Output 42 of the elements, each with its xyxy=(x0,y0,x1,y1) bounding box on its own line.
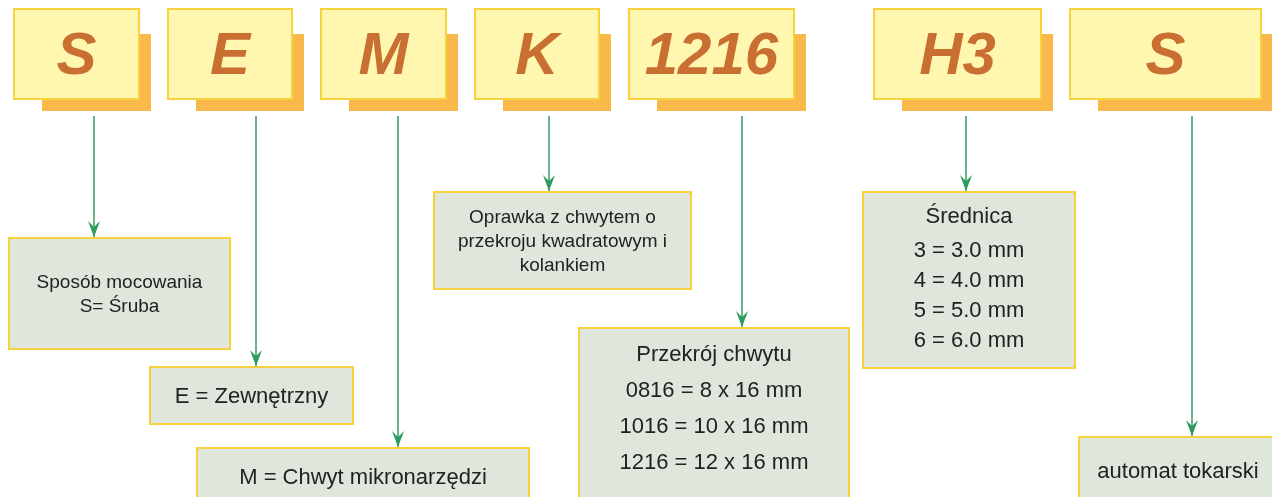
code-box xyxy=(628,8,795,100)
description-text: 6 = 6.0 mm xyxy=(913,326,1025,354)
description-text: E = Zewnętrzny xyxy=(174,381,329,410)
arrow xyxy=(250,115,262,367)
description-box xyxy=(196,447,530,497)
description-text: 1216 = 12 x 16 mm xyxy=(619,448,809,476)
code-box xyxy=(1069,8,1262,100)
description-box xyxy=(862,191,1076,369)
code-letter: 1216 xyxy=(644,24,779,84)
description-box xyxy=(578,327,850,497)
code-letter: M xyxy=(358,24,409,84)
code-box xyxy=(474,8,600,100)
code-box xyxy=(167,8,293,100)
code-letter: S xyxy=(56,24,97,84)
heading-text: Sposób mocowania xyxy=(36,269,203,294)
code-letter: S xyxy=(1145,24,1186,84)
arrow xyxy=(543,115,555,192)
description-text: 3 = 3.0 mm xyxy=(913,236,1025,264)
description-box xyxy=(149,366,354,425)
code-box xyxy=(13,8,140,100)
code-letter: H3 xyxy=(919,24,996,84)
description-text: S= Śruba xyxy=(79,293,160,318)
code-letter: E xyxy=(210,24,250,84)
arrow xyxy=(1186,115,1198,437)
arrow xyxy=(88,115,100,238)
code-box xyxy=(320,8,447,100)
code-box xyxy=(873,8,1042,100)
description-text: M = Chwyt mikronarzędzi xyxy=(239,463,487,491)
heading-text: Średnica xyxy=(925,202,1013,230)
description-text: Oprawka z chwytem o przekroju kwadratowym i kolankiem xyxy=(456,204,669,277)
description-box xyxy=(1078,436,1272,497)
arrow xyxy=(960,115,972,192)
description-text: 1016 = 10 x 16 mm xyxy=(619,412,809,440)
description-text: automat tokarski xyxy=(1097,457,1259,485)
description-box xyxy=(8,237,231,350)
description-text: 4 = 4.0 mm xyxy=(913,266,1025,294)
description-text: 0816 = 8 x 16 mm xyxy=(625,376,803,404)
arrow xyxy=(392,115,404,448)
description-box xyxy=(433,191,692,290)
heading-text: Przekrój chwytu xyxy=(636,340,792,368)
description-text: 5 = 5.0 mm xyxy=(913,296,1025,324)
arrow xyxy=(736,115,748,328)
